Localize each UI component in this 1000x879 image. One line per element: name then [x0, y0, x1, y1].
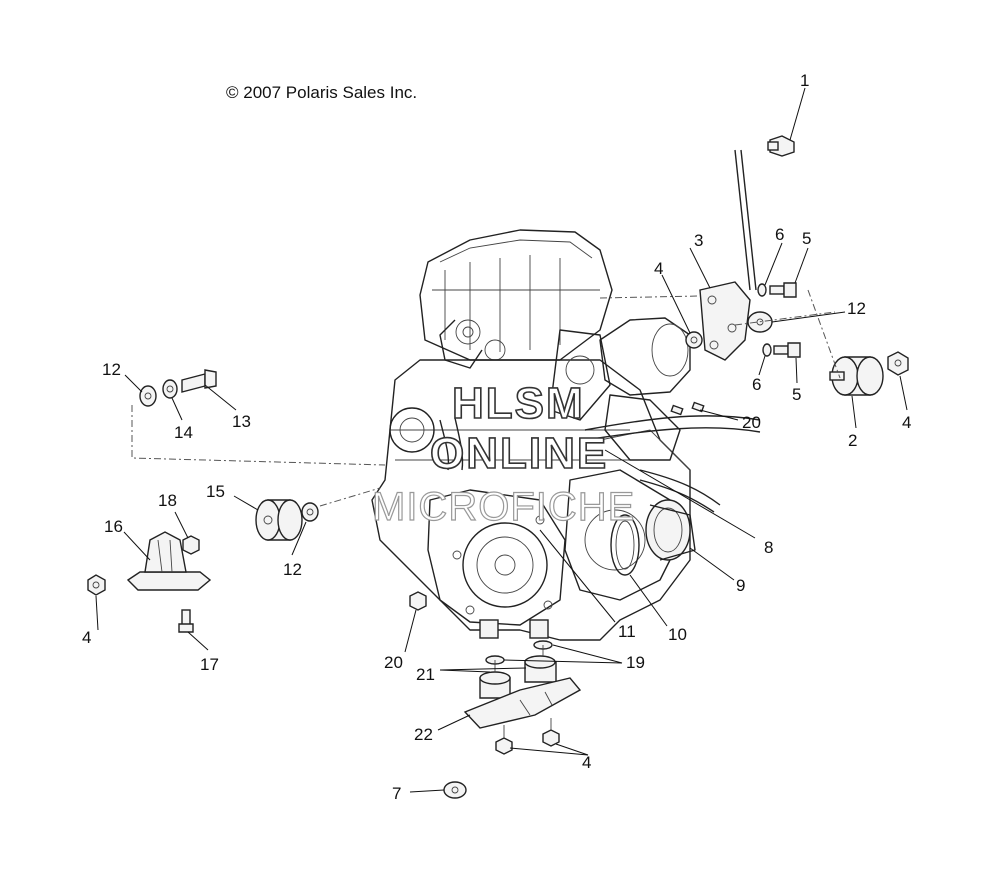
carburetor	[549, 317, 691, 461]
nut-18	[182, 535, 200, 555]
mount-bracket	[699, 281, 751, 361]
callout-6: 6	[752, 375, 761, 394]
mount-rod	[734, 149, 757, 291]
callout-4: 4	[582, 753, 591, 772]
bolt-5-lower	[773, 342, 801, 358]
callout-labels: 1 2 3 4 4 4 4 5 5 6 6 7 8 9 10 11 12 12 …	[82, 71, 911, 803]
callout-17: 17	[200, 655, 219, 674]
nut-4-right	[887, 351, 909, 376]
callout-20: 20	[742, 413, 761, 432]
callout-5: 5	[802, 229, 811, 248]
callout-4: 4	[82, 628, 91, 647]
watermark: HLSM ONLINE MICROFICHE	[371, 378, 635, 529]
assembly-line	[807, 289, 841, 379]
watermark-line3: MICROFICHE	[372, 485, 635, 529]
callout-12: 12	[283, 560, 302, 579]
callout-13: 13	[232, 412, 251, 431]
nuts-4-bottom	[495, 718, 560, 755]
assembly-line	[319, 487, 381, 507]
callout-15: 15	[206, 482, 225, 501]
callout-6: 6	[775, 225, 784, 244]
callout-12: 12	[102, 360, 121, 379]
assembly-line	[599, 295, 701, 299]
copyright-text: © 2007 Polaris Sales Inc.	[226, 83, 417, 102]
washer-6-lower	[762, 343, 772, 357]
washer-14	[162, 379, 178, 399]
callout-1: 1	[800, 71, 809, 90]
callout-16: 16	[104, 517, 123, 536]
callout-20: 20	[384, 653, 403, 672]
washer-12-mid	[301, 502, 319, 522]
bolt-5-upper	[769, 282, 797, 298]
assembly-line	[131, 405, 386, 466]
washer-6-upper	[757, 283, 767, 297]
leader-lines	[95, 87, 908, 793]
hose-clamp	[610, 514, 640, 576]
bracket-22	[463, 677, 582, 729]
callout-9: 9	[736, 576, 745, 595]
intake-boot	[645, 499, 696, 561]
bolt-1	[767, 135, 795, 157]
nut-4-left	[87, 574, 106, 596]
rubber-mount-15	[255, 499, 303, 541]
assembly-line	[734, 311, 836, 326]
callout-5: 5	[792, 385, 801, 404]
callout-14: 14	[174, 423, 193, 442]
callout-3: 3	[694, 231, 703, 250]
nut-7	[443, 781, 467, 799]
callout-10: 10	[668, 625, 687, 644]
nut-4-bracket	[685, 331, 703, 349]
callout-8: 8	[764, 538, 773, 557]
callout-4: 4	[654, 259, 663, 278]
rubber-mount-2	[829, 356, 884, 396]
engine-assembly	[371, 229, 691, 641]
screws-20-upper	[670, 401, 705, 416]
washer-12-left	[139, 385, 157, 407]
callout-12: 12	[847, 299, 866, 318]
engine-bracket-16	[126, 531, 212, 591]
callout-21: 21	[416, 665, 435, 684]
vent-hose	[584, 415, 761, 513]
callout-2: 2	[848, 431, 857, 450]
callout-19: 19	[626, 653, 645, 672]
callout-7: 7	[392, 784, 401, 803]
callout-11: 11	[618, 622, 636, 641]
bolt-13	[181, 369, 217, 393]
nut-20-lower	[409, 591, 427, 611]
bolt-17	[178, 609, 194, 633]
callout-22: 22	[414, 725, 433, 744]
callout-18: 18	[158, 491, 177, 510]
watermark-line2: ONLINE	[430, 429, 608, 478]
callout-4: 4	[902, 413, 911, 432]
watermark-line1: HLSM	[452, 379, 585, 428]
